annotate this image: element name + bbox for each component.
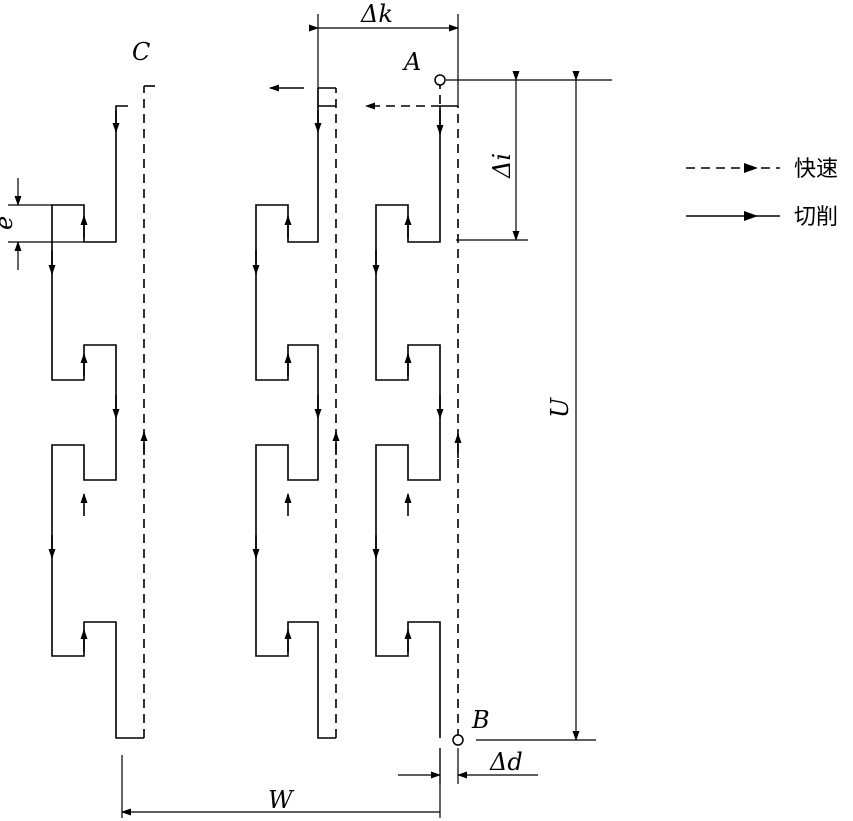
dimension-delta-k: [309, 14, 459, 108]
dimension-u: [476, 71, 596, 741]
cut-path-1: [51, 105, 144, 739]
label-w: W: [268, 786, 295, 814]
point-b-marker: [452, 734, 464, 746]
label-b: B: [471, 706, 490, 734]
label-a: A: [402, 48, 421, 76]
legend-rapid-label: 快速: [794, 157, 838, 182]
cut-path-2: [255, 105, 336, 739]
dimension-e: [8, 178, 84, 270]
legend: 快速 切削: [686, 157, 838, 230]
label-c: C: [132, 38, 150, 66]
dimension-w: [121, 748, 441, 818]
label-delta-i: Δi: [488, 153, 516, 179]
label-delta-k: Δk: [360, 0, 393, 28]
legend-cut-label: 切削: [794, 205, 838, 230]
pass-column-2: [252, 84, 340, 739]
pass-column-3: [365, 80, 462, 738]
pass-column-1: [48, 85, 155, 739]
label-delta-d: Δd: [489, 748, 523, 776]
legend-item-cut: 切削: [686, 205, 838, 230]
label-u: U: [546, 397, 574, 418]
legend-item-rapid: 快速: [686, 157, 838, 182]
label-e: e: [0, 216, 18, 230]
point-a-marker: [434, 74, 446, 86]
dimension-delta-i: [446, 71, 612, 241]
